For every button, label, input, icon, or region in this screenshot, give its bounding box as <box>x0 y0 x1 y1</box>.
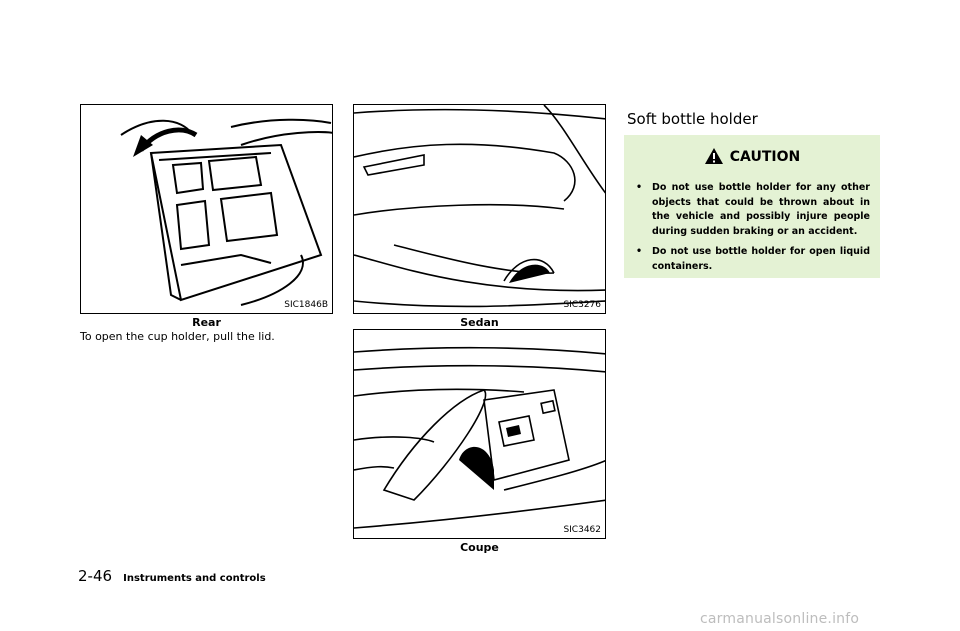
sedan-door-illustration <box>354 105 605 308</box>
cup-holder-illustration <box>120 118 332 306</box>
watermark: carmanualsonline.info <box>700 611 860 627</box>
section-title: Soft bottle holder <box>627 110 758 128</box>
figure-code: SIC3462 <box>563 525 601 535</box>
figure-caption-coupe: Coupe <box>460 541 499 554</box>
page-footer: 2-46 Instruments and controls <box>78 566 266 585</box>
figure-code: SIC3276 <box>563 300 601 310</box>
caution-heading-text: CAUTION <box>729 149 801 165</box>
figure-coupe-door: SIC3462 <box>353 329 606 539</box>
caution-item: Do not use bottle holder for any other o… <box>634 181 870 239</box>
caution-heading: CAUTION <box>624 147 880 165</box>
caution-item: Do not use bottle holder for open liquid… <box>634 245 870 274</box>
chapter-title: Instruments and controls <box>123 573 266 584</box>
page-number: 2-46 <box>78 567 113 585</box>
figure-rear-cup-holder: SIC1846B <box>80 104 333 314</box>
figure-sedan-door: SIC3276 <box>353 104 606 314</box>
figure-caption-rear: Rear <box>192 316 221 329</box>
figure-caption-sedan: Sedan <box>460 316 499 329</box>
caution-list: Do not use bottle holder for any other o… <box>634 181 870 281</box>
instruction-text: To open the cup holder, pull the lid. <box>80 330 275 343</box>
caution-box: CAUTION Do not use bottle holder for any… <box>624 135 880 278</box>
warning-triangle-icon <box>704 148 723 164</box>
figure-code: SIC1846B <box>284 300 328 310</box>
coupe-door-illustration <box>354 346 605 529</box>
